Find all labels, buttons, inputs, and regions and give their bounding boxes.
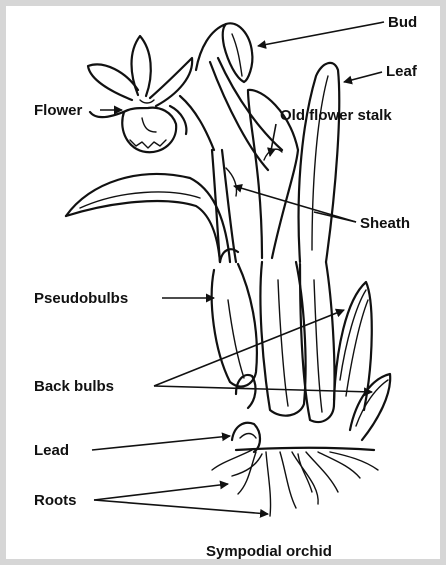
flower-drawing <box>88 36 214 152</box>
label-lead: Lead <box>34 442 69 459</box>
sheath-leader-1 <box>234 186 356 222</box>
label-back-bulbs: Back bulbs <box>34 378 114 395</box>
roots-leader-1 <box>94 484 228 500</box>
left-leaf-drawing <box>66 174 230 262</box>
label-flower: Flower <box>34 102 83 119</box>
orchid-illustration <box>66 23 390 516</box>
sheath-drawing <box>212 150 237 262</box>
back-bulbs-drawing <box>236 282 390 440</box>
diagram-caption: Sympodial orchid <box>206 543 332 560</box>
back-bulbs-leader-2 <box>154 386 372 392</box>
lead-drawing <box>232 423 260 452</box>
sheath-leader-2 <box>314 212 356 222</box>
lead-leader <box>92 436 230 450</box>
leaf-drawing <box>299 63 340 262</box>
label-roots: Roots <box>34 492 77 509</box>
label-pseudobulbs: Pseudobulbs <box>34 290 128 307</box>
label-sheath: Sheath <box>360 215 410 232</box>
pseudobulbs-drawing <box>212 249 335 422</box>
leaf-leader <box>344 72 382 82</box>
rhizome-drawing <box>236 448 374 450</box>
label-leaf: Leaf <box>386 63 418 80</box>
label-bud: Bud <box>388 14 417 31</box>
roots-leader-2 <box>94 500 268 514</box>
roots-drawing <box>212 450 378 516</box>
bud-leader <box>258 22 384 46</box>
label-old-flower-stalk: Old flower stalk <box>280 107 392 124</box>
